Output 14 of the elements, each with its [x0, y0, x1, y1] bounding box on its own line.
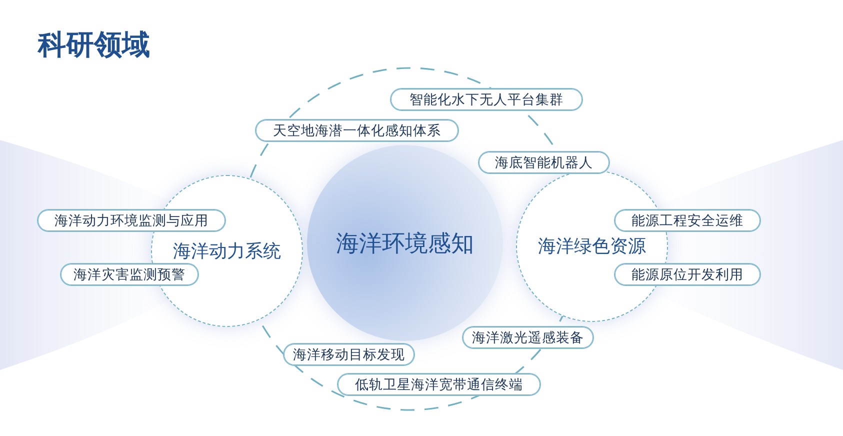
- topic-pill: 海洋灾害监测预警: [60, 263, 199, 286]
- topic-pill: 海底智能机器人: [478, 151, 610, 174]
- topic-pill: 能源工程安全运维: [614, 209, 761, 232]
- circle-label: 海洋动力系统: [173, 240, 281, 263]
- topic-pill: 海洋移动目标发现: [283, 343, 415, 366]
- topic-pill: 智能化水下无人平台集群: [390, 88, 583, 111]
- circle-label: 海洋绿色资源: [538, 235, 646, 258]
- topic-pill: 能源原位开发利用: [614, 263, 761, 286]
- topic-pill: 天空地海潜一体化感知体系: [255, 119, 459, 142]
- topic-pill: 低轨卫星海洋宽带通信终端: [337, 373, 541, 396]
- circle-label: 海洋环境感知: [336, 230, 474, 258]
- topic-pill: 海洋激光遥感装备: [462, 326, 594, 349]
- page-title: 科研领域: [38, 27, 150, 63]
- topic-pill: 海洋动力环境监测与应用: [37, 209, 226, 232]
